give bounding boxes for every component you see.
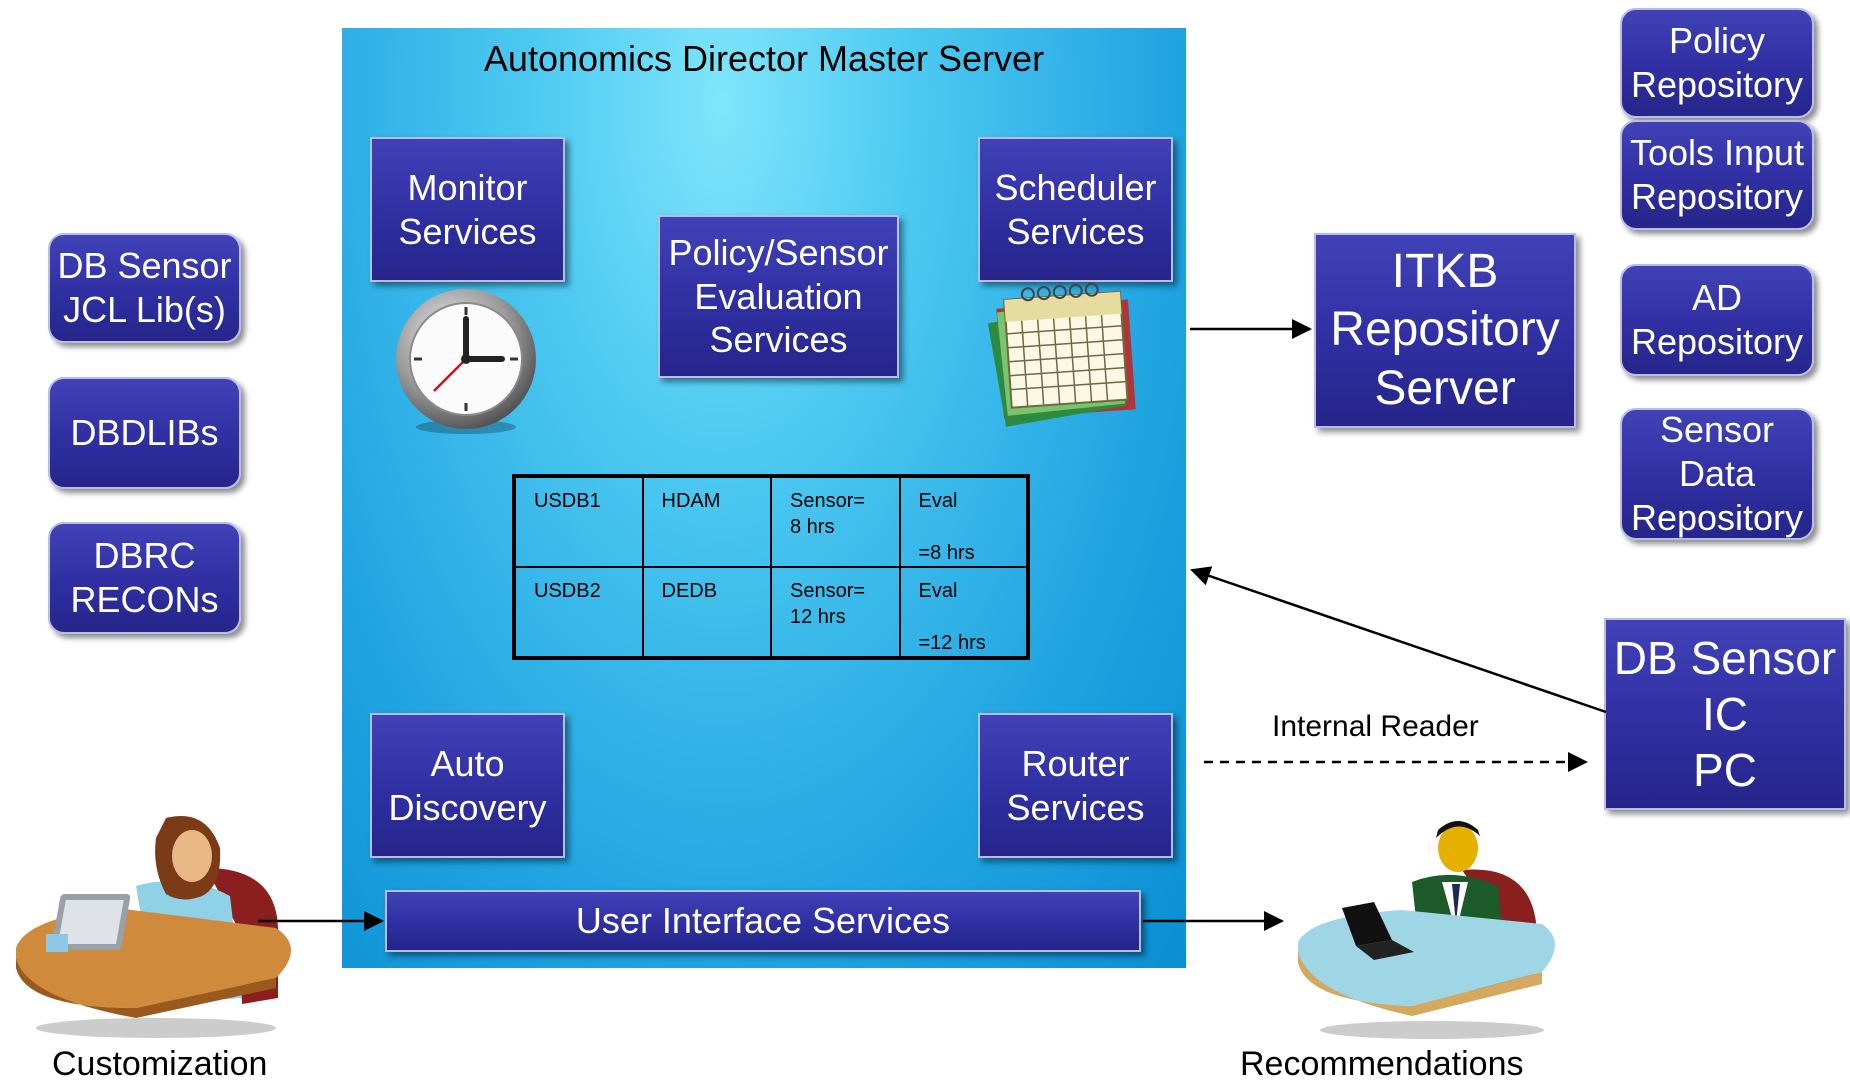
- policy-repository-box[interactable]: Policy Repository: [1620, 8, 1814, 118]
- itkb-repository-server-label: ITKB Repository Server: [1330, 244, 1560, 415]
- dbdlibs-box[interactable]: DBDLIBs: [48, 377, 241, 489]
- sensor-data-repository-box[interactable]: Sensor Data Repository: [1620, 408, 1814, 540]
- table-cell: HDAM: [641, 475, 772, 568]
- user-interface-services-label: User Interface Services: [575, 900, 951, 942]
- table-cell: Eval =8 hrs: [898, 475, 1029, 568]
- router-services-box[interactable]: Router Services: [978, 713, 1173, 858]
- user-interface-services-bar[interactable]: User Interface Services: [385, 890, 1141, 952]
- tools-input-repository-box[interactable]: Tools Input Repository: [1620, 120, 1814, 230]
- auto-discovery-box[interactable]: Auto Discovery: [370, 713, 565, 858]
- server-title: Autonomics Director Master Server: [483, 38, 1045, 79]
- tools-input-repository-label: Tools Input Repository: [1629, 132, 1805, 217]
- sensor-data-repository-label: Sensor Data Repository: [1630, 409, 1804, 538]
- table-cell: Eval =12 hrs: [898, 566, 1029, 659]
- man-at-desk-icon: [1298, 821, 1555, 1039]
- table-row: USDB2 DEDB Sensor= 12 hrs Eval =12 hrs: [513, 566, 1029, 659]
- db-sensor-ic-pc-label: DB Sensor IC PC: [1613, 631, 1837, 797]
- scheduler-services-label: Scheduler Services: [994, 166, 1157, 252]
- internal-reader-label: Internal Reader: [1272, 710, 1479, 743]
- customization-label: Customization: [52, 1045, 268, 1083]
- dbrc-recons-box[interactable]: DBRC RECONs: [48, 522, 241, 634]
- table-cell: USDB2: [513, 566, 644, 659]
- policy-sensor-evaluation-box[interactable]: Policy/Sensor Evaluation Services: [658, 215, 899, 378]
- router-services-label: Router Services: [1006, 742, 1145, 828]
- table-cell: Sensor= 8 hrs: [770, 475, 901, 568]
- database-table: USDB1 HDAM Sensor= 8 hrs Eval =8 hrs USD…: [512, 474, 1030, 660]
- policy-sensor-evaluation-label: Policy/Sensor Evaluation Services: [668, 231, 889, 361]
- table-cell: Sensor= 12 hrs: [770, 566, 901, 659]
- clock-icon: [396, 289, 536, 434]
- arrow-from-db-sensor: [1190, 566, 1607, 714]
- scheduler-services-box[interactable]: Scheduler Services: [978, 137, 1173, 282]
- dbdlibs-label: DBDLIBs: [70, 412, 219, 454]
- db-sensor-jcl-lib-label: DB Sensor JCL Lib(s): [57, 245, 232, 330]
- itkb-repository-server-box[interactable]: ITKB Repository Server: [1314, 233, 1576, 428]
- monitor-services-label: Monitor Services: [398, 166, 537, 252]
- db-sensor-ic-pc-box[interactable]: DB Sensor IC PC: [1604, 618, 1846, 810]
- dbrc-recons-label: DBRC RECONs: [70, 535, 219, 620]
- recommendations-label: Recommendations: [1240, 1045, 1524, 1083]
- policy-repository-label: Policy Repository: [1630, 20, 1804, 105]
- ad-repository-box[interactable]: AD Repository: [1620, 264, 1814, 376]
- table-row: USDB1 HDAM Sensor= 8 hrs Eval =8 hrs: [513, 475, 1029, 568]
- table-cell: USDB1: [513, 475, 644, 568]
- auto-discovery-label: Auto Discovery: [388, 742, 547, 828]
- calendar-icon: [987, 282, 1136, 427]
- db-sensor-jcl-lib-box[interactable]: DB Sensor JCL Lib(s): [48, 233, 241, 343]
- ad-repository-label: AD Repository: [1630, 277, 1804, 362]
- table-cell: DEDB: [641, 566, 772, 659]
- woman-at-desk-icon: [16, 816, 291, 1038]
- monitor-services-box[interactable]: Monitor Services: [370, 137, 565, 282]
